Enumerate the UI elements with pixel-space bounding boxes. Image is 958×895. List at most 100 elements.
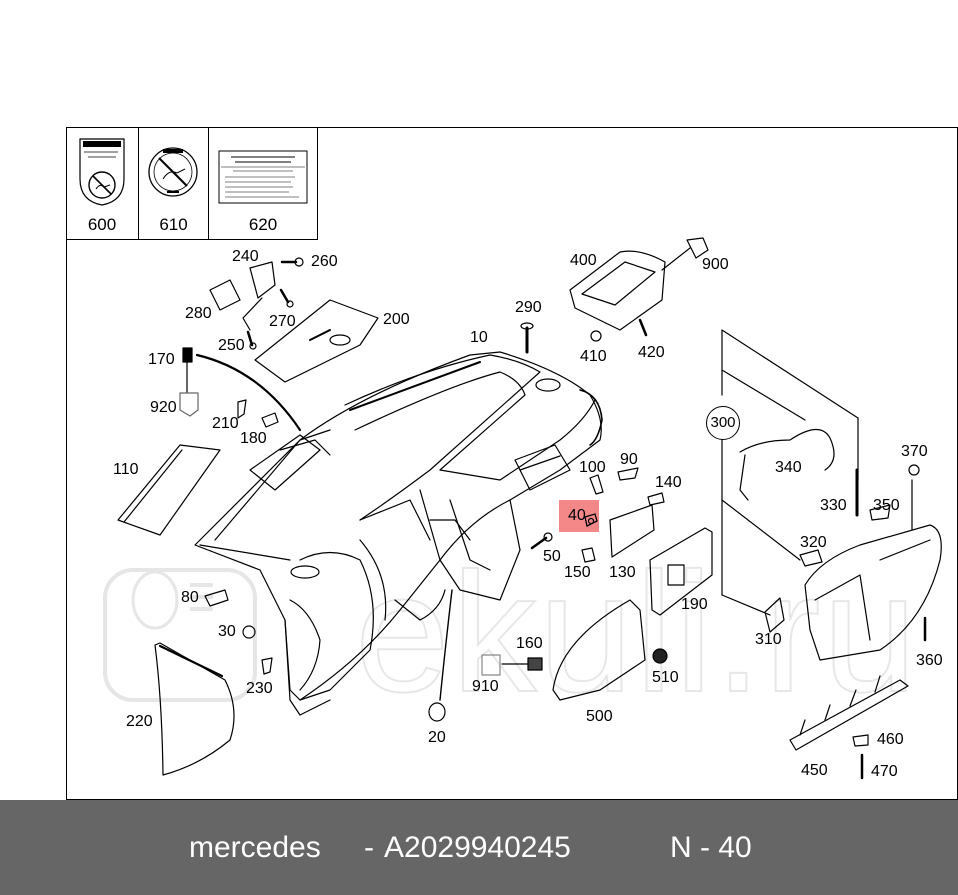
callout-340[interactable]: 340 [775, 459, 802, 476]
part-210-clip [237, 399, 247, 419]
part-180-clip [261, 412, 279, 428]
callout-190[interactable]: 190 [681, 596, 708, 613]
callout-330[interactable]: 330 [820, 497, 847, 514]
callout-400[interactable]: 400 [570, 252, 597, 269]
label-number-600: 600 [87, 215, 117, 234]
part-20-grommet [428, 702, 446, 722]
part-150-clip [581, 547, 596, 563]
footer-separator: - [364, 831, 374, 864]
callout-30[interactable]: 30 [218, 623, 236, 640]
callout-290[interactable]: 290 [515, 299, 542, 316]
highlighted-part-number: 40 [568, 507, 586, 524]
callout-260[interactable]: 260 [311, 253, 338, 270]
callout-210[interactable]: 210 [212, 415, 239, 432]
part-220-side-panel [154, 642, 235, 776]
callout-100[interactable]: 100 [579, 459, 606, 476]
part-510-plug [652, 648, 668, 664]
airbag-child-seat-warning-label-icon [79, 138, 125, 206]
part-160-clip [527, 657, 543, 671]
callout-900[interactable]: 900 [702, 256, 729, 273]
callout-410[interactable]: 410 [580, 348, 607, 365]
part-140-clip [647, 492, 665, 506]
part-320-clip [799, 549, 823, 567]
part-130-bracket [609, 504, 655, 558]
callout-270[interactable]: 270 [269, 313, 296, 330]
parts-diagram-canvas: 600 610 620 [66, 127, 958, 800]
part-340-cable [739, 428, 835, 471]
part-100-clip [589, 474, 604, 495]
callout-370[interactable]: 370 [901, 443, 928, 460]
callout-420[interactable]: 420 [638, 344, 665, 361]
callout-150[interactable]: 150 [564, 564, 591, 581]
callout-230[interactable]: 230 [246, 680, 273, 697]
part-460-nut [852, 734, 869, 747]
part-80-clip [204, 589, 229, 607]
callout-450[interactable]: 450 [801, 762, 828, 779]
screw-270-icon [279, 288, 290, 304]
part-200-trim [254, 299, 379, 383]
callout-510[interactable]: 510 [652, 669, 679, 686]
callout-300[interactable]: 300 [706, 406, 740, 440]
part-glovebox [804, 524, 942, 661]
callout-320[interactable]: 320 [800, 534, 827, 551]
callout-140[interactable]: 140 [655, 474, 682, 491]
callout-200[interactable]: 200 [383, 311, 410, 328]
label-cell-600: 600 [66, 127, 139, 240]
no-rear-facing-child-seat-label-icon [148, 147, 198, 197]
highlighted-part-box[interactable]: 40 [559, 500, 599, 532]
callout-360[interactable]: 360 [916, 652, 943, 669]
callout-280[interactable]: 280 [185, 305, 212, 322]
part-400-module [569, 250, 666, 331]
callout-180[interactable]: 180 [240, 430, 267, 447]
dashboard-body-10 [194, 351, 603, 716]
part-240-bracket [249, 261, 276, 299]
callout-80[interactable]: 80 [181, 589, 199, 606]
callout-910[interactable]: 910 [472, 678, 499, 695]
callout-50[interactable]: 50 [543, 548, 561, 565]
part-190-panel [649, 527, 713, 616]
footer-position-label: N - 40 [670, 831, 752, 864]
callout-220[interactable]: 220 [126, 713, 153, 730]
footer-part-number: A2029940245 [384, 831, 571, 864]
part-910-label [481, 654, 501, 676]
label-cell-620: 620 [209, 127, 318, 240]
part-170-connector [182, 347, 193, 363]
callout-10[interactable]: 10 [470, 329, 488, 346]
screw-50-icon [530, 536, 548, 550]
callout-160[interactable]: 160 [516, 635, 543, 652]
callout-20[interactable]: 20 [428, 729, 446, 746]
part-900-label [686, 237, 709, 259]
part-410-grommet [590, 330, 602, 342]
footer-brand: mercedes [189, 831, 321, 864]
callout-500[interactable]: 500 [586, 708, 613, 725]
callout-250[interactable]: 250 [218, 337, 245, 354]
label-number-610: 610 [159, 215, 188, 234]
part-280-clip [209, 279, 241, 311]
cable-line [195, 353, 302, 432]
callout-350[interactable]: 350 [873, 497, 900, 514]
part-310-latch [764, 597, 785, 633]
callout-110[interactable]: 110 [113, 461, 139, 478]
part-110-cover [117, 444, 221, 536]
screw-420-icon [638, 318, 648, 337]
callout-170[interactable]: 170 [148, 351, 175, 368]
part-90-clip [617, 467, 639, 481]
callout-240[interactable]: 240 [232, 248, 259, 265]
part-350-clip [869, 504, 891, 521]
footer-bar: mercedes - A2029940245 N - 40 [0, 800, 958, 895]
callout-130[interactable]: 130 [609, 564, 636, 581]
label-number-620: 620 [248, 215, 278, 234]
label-cell-610: 610 [139, 127, 209, 240]
callout-460[interactable]: 460 [877, 731, 904, 748]
dashboard-exploded-view [117, 237, 942, 780]
callout-90[interactable]: 90 [620, 451, 638, 468]
advanced-airbag-info-label-icon [218, 150, 308, 204]
part-450-strip [789, 679, 909, 751]
part-920-label [179, 392, 199, 417]
part-40-clip-icon [584, 513, 598, 527]
part-370-nut [908, 464, 920, 476]
callout-470[interactable]: 470 [871, 763, 898, 780]
part-230-clip [261, 657, 273, 675]
callout-310[interactable]: 310 [755, 631, 782, 648]
callout-920[interactable]: 920 [150, 399, 177, 416]
